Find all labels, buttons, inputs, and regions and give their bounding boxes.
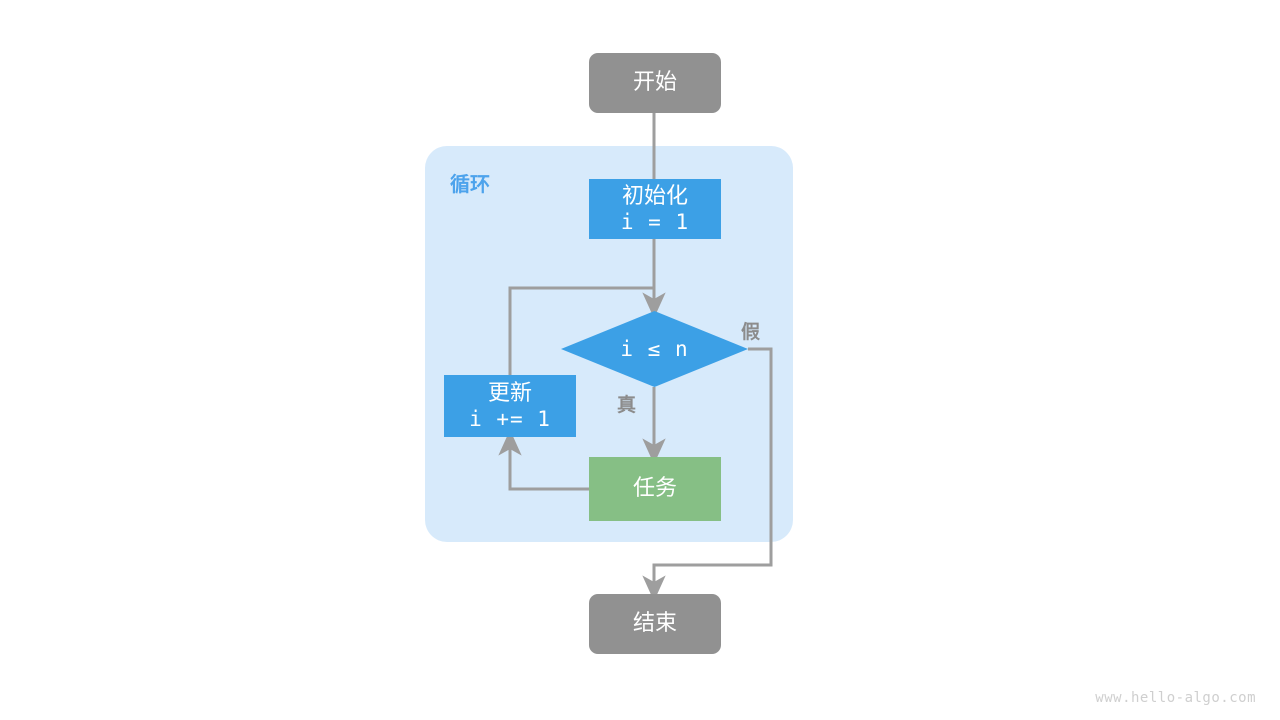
edge-task-to-update <box>498 429 589 491</box>
edge-update-to-condition <box>508 286 654 375</box>
edge-label-true: 真 <box>617 394 637 416</box>
start-node-shape <box>589 53 721 113</box>
update-node-shape <box>444 375 576 437</box>
loop-group-label: 循环 <box>450 172 490 196</box>
edge-layer <box>498 113 773 602</box>
task-node-shape <box>589 457 721 521</box>
edge-label-false: 假 <box>741 321 761 343</box>
condition-node-shape <box>561 311 748 387</box>
watermark: www.hello-algo.com <box>1095 690 1256 706</box>
edge-condition-false-to-end <box>642 347 773 602</box>
end-node-shape <box>589 594 721 654</box>
initialize-node-shape <box>589 179 721 239</box>
node-layer <box>444 53 748 654</box>
